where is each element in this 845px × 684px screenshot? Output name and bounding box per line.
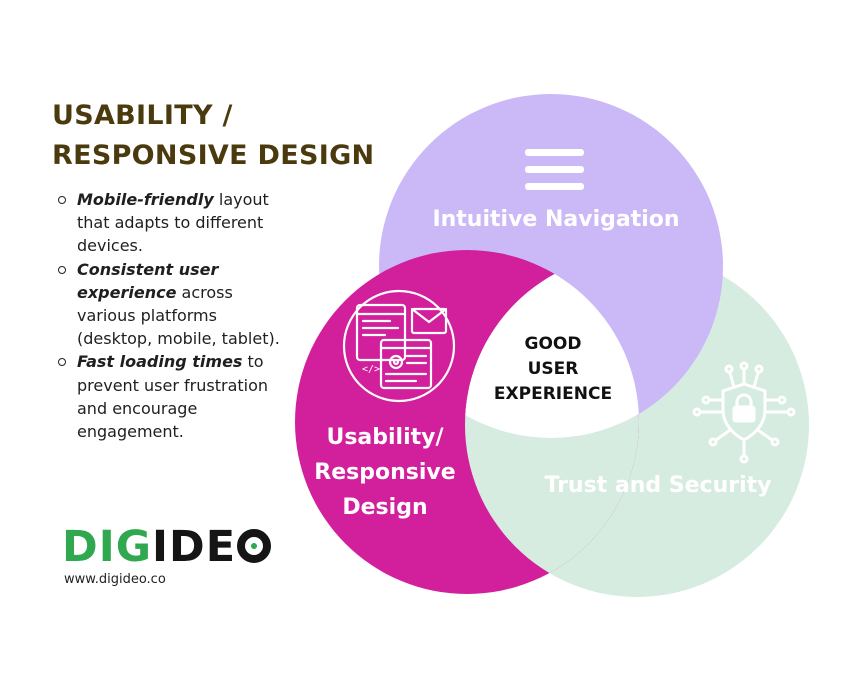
svg-text:</>: </> [362, 364, 380, 375]
list-item: Fast loading times to prevent user frust… [56, 350, 296, 443]
list-item: Mobile-friendly layout that adapts to di… [56, 188, 296, 258]
usability-label-line-2: Responsive [314, 460, 455, 485]
logo-o-ring-icon [237, 529, 272, 563]
security-label: Trust and Security [544, 473, 771, 498]
responsive-web-design-icon: </> [342, 289, 456, 403]
list-item-emphasis: Consistent user experience [77, 259, 219, 302]
list-item-text: across various platforms (desktop, mobil… [77, 282, 280, 349]
list-item-text: to prevent user frustration and encourag… [77, 352, 269, 442]
shield-lock-circuit-icon [692, 361, 796, 464]
brand-url: www.digideo.co [64, 572, 166, 587]
hamburger-menu-icon [525, 149, 584, 190]
brand-logo: DIGIDE [62, 522, 272, 572]
list-item: Consistent user experience across variou… [56, 258, 296, 351]
section-title: USABILITY / RESPONSIVE DESIGN [52, 96, 374, 176]
list-item-emphasis: Fast loading times [77, 352, 243, 372]
center-label-line-1: GOOD [525, 334, 582, 354]
navigation-label: Intuitive Navigation [432, 207, 679, 232]
center-label-line-3: EXPERIENCE [494, 384, 612, 404]
feature-list: Mobile-friendly layout that adapts to di… [56, 188, 296, 443]
usability-label-line-3: Design [342, 495, 427, 520]
usability-label-line-1: Usability/ [326, 425, 444, 450]
list-item-emphasis: Mobile-friendly [77, 190, 214, 209]
logo-text-dark: IDE [152, 522, 237, 572]
title-line-1: USABILITY / [52, 100, 233, 131]
logo-text-green: DIG [62, 522, 152, 572]
center-label-line-2: USER [528, 359, 579, 379]
title-line-2: RESPONSIVE DESIGN [52, 140, 375, 171]
list-item-text: layout that adapts to different devices. [77, 190, 269, 256]
